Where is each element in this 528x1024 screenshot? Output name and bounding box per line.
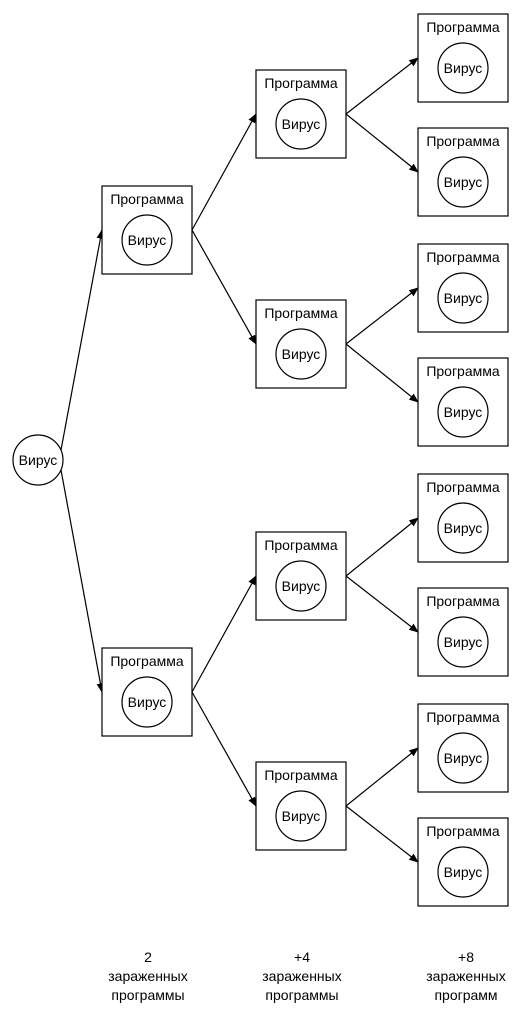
caption-level-2-line-1: +4 <box>294 949 310 965</box>
virus-label: Вирус <box>444 750 483 766</box>
virus-circle <box>437 732 489 784</box>
program-label: Программа <box>426 249 500 265</box>
virus-circle <box>437 846 489 898</box>
virus-label: Вирус <box>282 346 321 362</box>
virus-label: Вирус <box>282 116 321 132</box>
virus-circle <box>437 156 489 208</box>
program-label: Программа <box>110 653 184 669</box>
virus-label: Вирус <box>444 634 483 650</box>
arrow-l1-1-to-l2-2 <box>191 229 257 345</box>
program-label: Программа <box>426 363 500 379</box>
virus-label: Вирус <box>444 60 483 76</box>
program-label: Программа <box>426 709 500 725</box>
arrow-l2-4-to-l3-8 <box>345 805 419 863</box>
virus-label: Вирус <box>128 694 167 710</box>
program-label: Программа <box>426 479 500 495</box>
arrow-l2-1-to-l3-2 <box>345 113 419 173</box>
virus-circle <box>275 328 327 380</box>
root-virus-circle <box>12 434 64 486</box>
virus-circle <box>275 98 327 150</box>
program-label: Программа <box>426 19 500 35</box>
caption-level-1-line-1: 2 <box>144 949 152 965</box>
caption-level-3-line-2: зараженных <box>426 968 506 984</box>
program-label: Программа <box>264 305 338 321</box>
virus-label: Вирус <box>282 578 321 594</box>
arrow-root-to-l1-2 <box>60 469 105 693</box>
virus-label: Вирус <box>282 808 321 824</box>
virus-label: Вирус <box>444 520 483 536</box>
program-label: Программа <box>426 593 500 609</box>
caption-level-2-line-3: программы <box>265 987 339 1003</box>
caption-level-1-line-3: программы <box>111 987 185 1003</box>
program-label: Программа <box>110 191 184 207</box>
arrow-l2-4-to-l3-7 <box>345 747 419 807</box>
program-label: Программа <box>426 823 500 839</box>
root-virus-label: Вирус <box>19 452 58 468</box>
virus-spread-tree: ВирусПрограммаВирусПрограммаВирусПрограм… <box>12 13 509 907</box>
arrow-l2-2-to-l3-4 <box>345 343 419 403</box>
arrow-root-to-l1-1 <box>60 229 105 451</box>
arrow-l1-2-to-l2-4 <box>191 691 257 807</box>
virus-circle <box>121 676 173 728</box>
virus-label: Вирус <box>128 232 167 248</box>
caption-level-3-line-1: +8 <box>458 949 474 965</box>
arrow-l1-1-to-l2-1 <box>191 113 257 231</box>
virus-circle <box>275 790 327 842</box>
caption-level-1-line-2: зараженных <box>108 968 188 984</box>
program-label: Программа <box>264 767 338 783</box>
program-label: Программа <box>264 75 338 91</box>
arrow-l2-1-to-l3-1 <box>345 57 419 115</box>
caption-level-3-line-3: программ <box>434 987 498 1003</box>
root-virus-node: Вирус <box>12 434 64 486</box>
edges-group <box>60 57 419 863</box>
arrow-l2-2-to-l3-3 <box>345 287 419 345</box>
virus-label: Вирус <box>444 290 483 306</box>
arrow-l2-3-to-l3-5 <box>345 517 419 577</box>
arrow-l1-2-to-l2-3 <box>191 575 257 693</box>
caption-level-2-line-2: зараженных <box>262 968 342 984</box>
caption-level-2: +4 зараженных программы <box>242 948 362 1005</box>
arrow-l2-3-to-l3-6 <box>345 575 419 633</box>
virus-label: Вирус <box>444 404 483 420</box>
caption-level-1: 2 зараженных программы <box>88 948 208 1005</box>
virus-circle <box>437 502 489 554</box>
virus-circle <box>121 214 173 266</box>
program-label: Программа <box>426 133 500 149</box>
virus-circle <box>437 272 489 324</box>
virus-label: Вирус <box>444 864 483 880</box>
program-label: Программа <box>264 537 338 553</box>
virus-circle <box>437 386 489 438</box>
virus-circle <box>275 560 327 612</box>
virus-circle <box>437 42 489 94</box>
virus-circle <box>437 616 489 668</box>
virus-label: Вирус <box>444 174 483 190</box>
nodes-group: ВирусПрограммаВирусПрограммаВирусПрограм… <box>12 13 509 907</box>
caption-level-3: +8 зараженных программ <box>406 948 526 1005</box>
